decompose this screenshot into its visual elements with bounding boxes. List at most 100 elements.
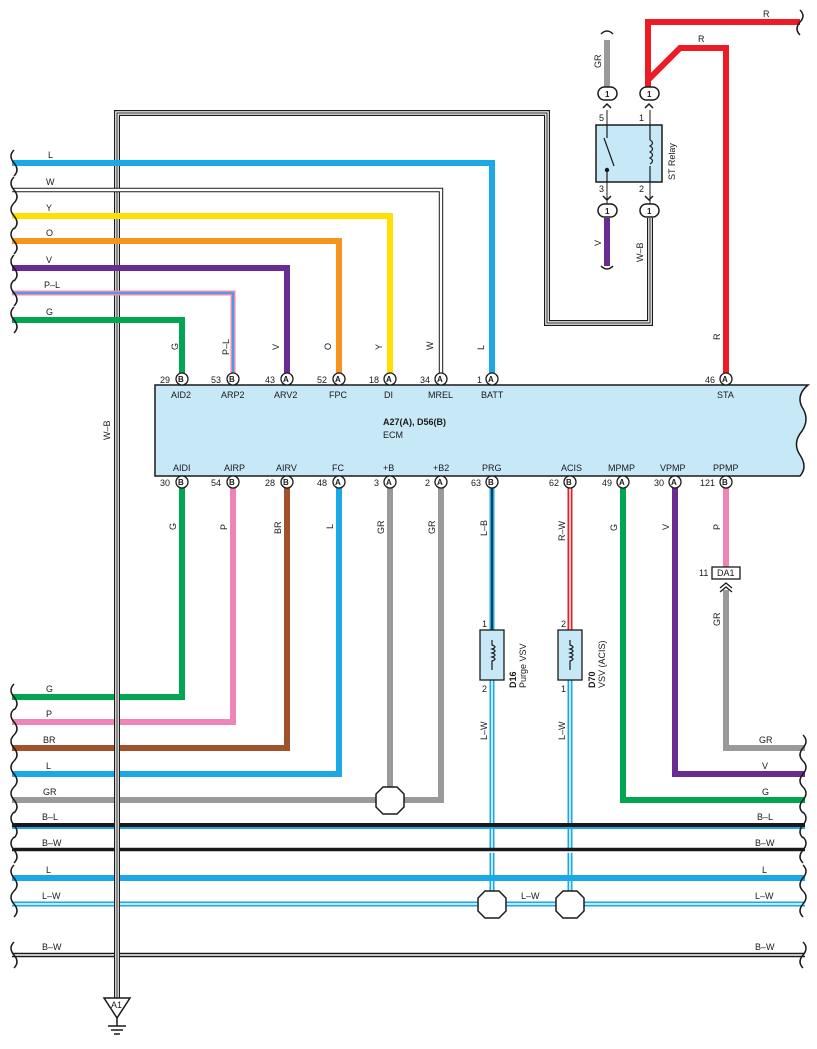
bottom-signal-aidi: AIDI — [173, 463, 191, 473]
junction-label: L–W — [521, 891, 540, 901]
top-wire-label-di: Y — [374, 344, 384, 350]
wire-p-airp — [12, 488, 236, 725]
top-signal-sta: STA — [717, 390, 734, 400]
left-label-v: V — [46, 255, 52, 265]
top-signal-arp2: ARP2 — [221, 390, 245, 400]
top-wire-label-batt: L — [476, 345, 486, 350]
relay-conn-1a: 1 — [605, 90, 610, 99]
top-wire-label-aid2: G — [170, 343, 180, 350]
left-bottom-label-gr: GR — [43, 787, 57, 797]
wire-v-relay — [600, 218, 614, 270]
bottom-wire-label-aidi: G — [168, 523, 178, 530]
bottom-conn-airv: B — [283, 478, 289, 487]
bottom-pin-ppmp: 121 — [700, 478, 715, 488]
bottom-wire-label-vpmp: V — [661, 524, 671, 530]
bottom-wire-label-fc: L — [325, 524, 335, 529]
bottom-signal-ppmp: PPMP — [713, 463, 739, 473]
top-pin-arp2: 53 — [211, 375, 221, 385]
bottom-wire-label-airp: P — [219, 524, 229, 530]
wire-y-di — [12, 213, 393, 375]
bottom-signal-prg: PRG — [482, 463, 502, 473]
relay-label-r-top: R — [763, 9, 770, 19]
top-signal-mrel: MREL — [428, 390, 453, 400]
bottom-signal-fc: FC — [332, 463, 344, 473]
top-pin-batt: 1 — [477, 375, 482, 385]
left-label-y: Y — [46, 203, 52, 213]
bottom-conn-mpmp: A — [619, 478, 625, 487]
bottom-conn-acis: B — [566, 478, 572, 487]
d70-pin-top: 2 — [561, 619, 566, 629]
bus-label-left-bl: B–L — [42, 812, 58, 822]
d16-coil-icon — [490, 640, 496, 670]
relay-pin-5: 5 — [599, 113, 604, 123]
da1-ref: DA1 — [717, 568, 735, 578]
left-bottom-label-l: L — [46, 761, 51, 771]
d16-pin-bottom: 2 — [482, 684, 487, 694]
ground-wire-w-b — [114, 110, 653, 1000]
splice-junctions — [375, 786, 585, 919]
right-label-gr: GR — [759, 735, 773, 745]
wire-l-batt — [12, 160, 495, 375]
bottom-conn-pb2: A — [437, 478, 443, 487]
relay-pin-2: 2 — [639, 184, 644, 194]
bus-label-left-bw1: B–W — [42, 838, 62, 848]
bus-wire-bl — [12, 823, 805, 829]
top-conn-fpc: A — [335, 375, 341, 384]
bottom-pin-acis: 62 — [549, 478, 559, 488]
bottom-conn-fc: A — [335, 478, 341, 487]
top-wire-label-arv2: V — [271, 344, 281, 350]
top-conn-sta: A — [722, 375, 728, 384]
top-signal-aid2: AID2 — [171, 390, 191, 400]
bus-label-right-bw2: B–W — [755, 942, 775, 952]
relay-label-r-mid: R — [698, 34, 705, 44]
top-signal-di: DI — [384, 390, 393, 400]
wire-gr-da1 — [723, 590, 805, 751]
bottom-pin-circles — [175, 475, 733, 489]
right-label-v: V — [762, 761, 768, 771]
top-conn-aid2: B — [178, 375, 184, 384]
top-pin-di: 18 — [369, 375, 379, 385]
bus-label-left-l: L — [46, 865, 51, 875]
wire-r-top — [645, 19, 800, 375]
relay-pin-1: 1 — [639, 113, 644, 123]
top-conn-arv2: A — [283, 375, 289, 384]
bottom-pin-airp: 54 — [211, 478, 221, 488]
top-pin-mrel: 34 — [420, 375, 430, 385]
d16-name: Purge VSV — [518, 643, 528, 688]
bottom-conn-prg: B — [488, 478, 494, 487]
bottom-conn-pb: A — [386, 478, 392, 487]
bus-label-right-l: L — [762, 865, 767, 875]
relay-name: ST Relay — [667, 143, 677, 180]
ecm-box — [154, 384, 811, 477]
bottom-signal-pb2: +B2 — [433, 463, 449, 473]
bus-label-left-lw: L–W — [42, 891, 61, 901]
d16-purge-vsv — [479, 629, 505, 681]
wire-g-aidi — [12, 488, 185, 700]
top-signal-fpc: FPC — [329, 390, 348, 400]
left-bottom-label-br: BR — [43, 735, 56, 745]
wire-v-arv2 — [12, 265, 290, 375]
da1-connector — [711, 566, 741, 580]
bottom-conn-ppmp: B — [722, 478, 728, 487]
wire-g-mpmp — [620, 488, 805, 803]
wire-v-vpmp — [672, 488, 805, 777]
left-label-o: O — [46, 228, 53, 238]
relay-conn-1b: 1 — [647, 90, 652, 99]
d16-pin-top: 1 — [482, 619, 487, 629]
bus-label-right-bw1: B–W — [755, 838, 775, 848]
d70-pin-bottom: 1 — [561, 684, 566, 694]
bottom-wire-label-ppmp: P — [712, 524, 722, 530]
d16-ref: D16 — [508, 671, 518, 688]
top-conn-arp2: B — [229, 375, 235, 384]
bottom-wire-label-pb2: GR — [427, 520, 437, 534]
da1-pin: 11 — [699, 568, 708, 578]
top-conn-batt: A — [488, 375, 494, 384]
da1-wire-label: GR — [712, 612, 722, 626]
bus-label-right-bl: B–L — [757, 812, 773, 822]
left-label-pl: P–L — [44, 280, 60, 290]
right-label-g: G — [762, 787, 769, 797]
d70-wire-label: L–W — [557, 721, 567, 740]
wire-break-marks-left — [10, 149, 18, 334]
relay-connector-ovals — [597, 86, 660, 218]
relay-switch-icon — [603, 125, 615, 182]
